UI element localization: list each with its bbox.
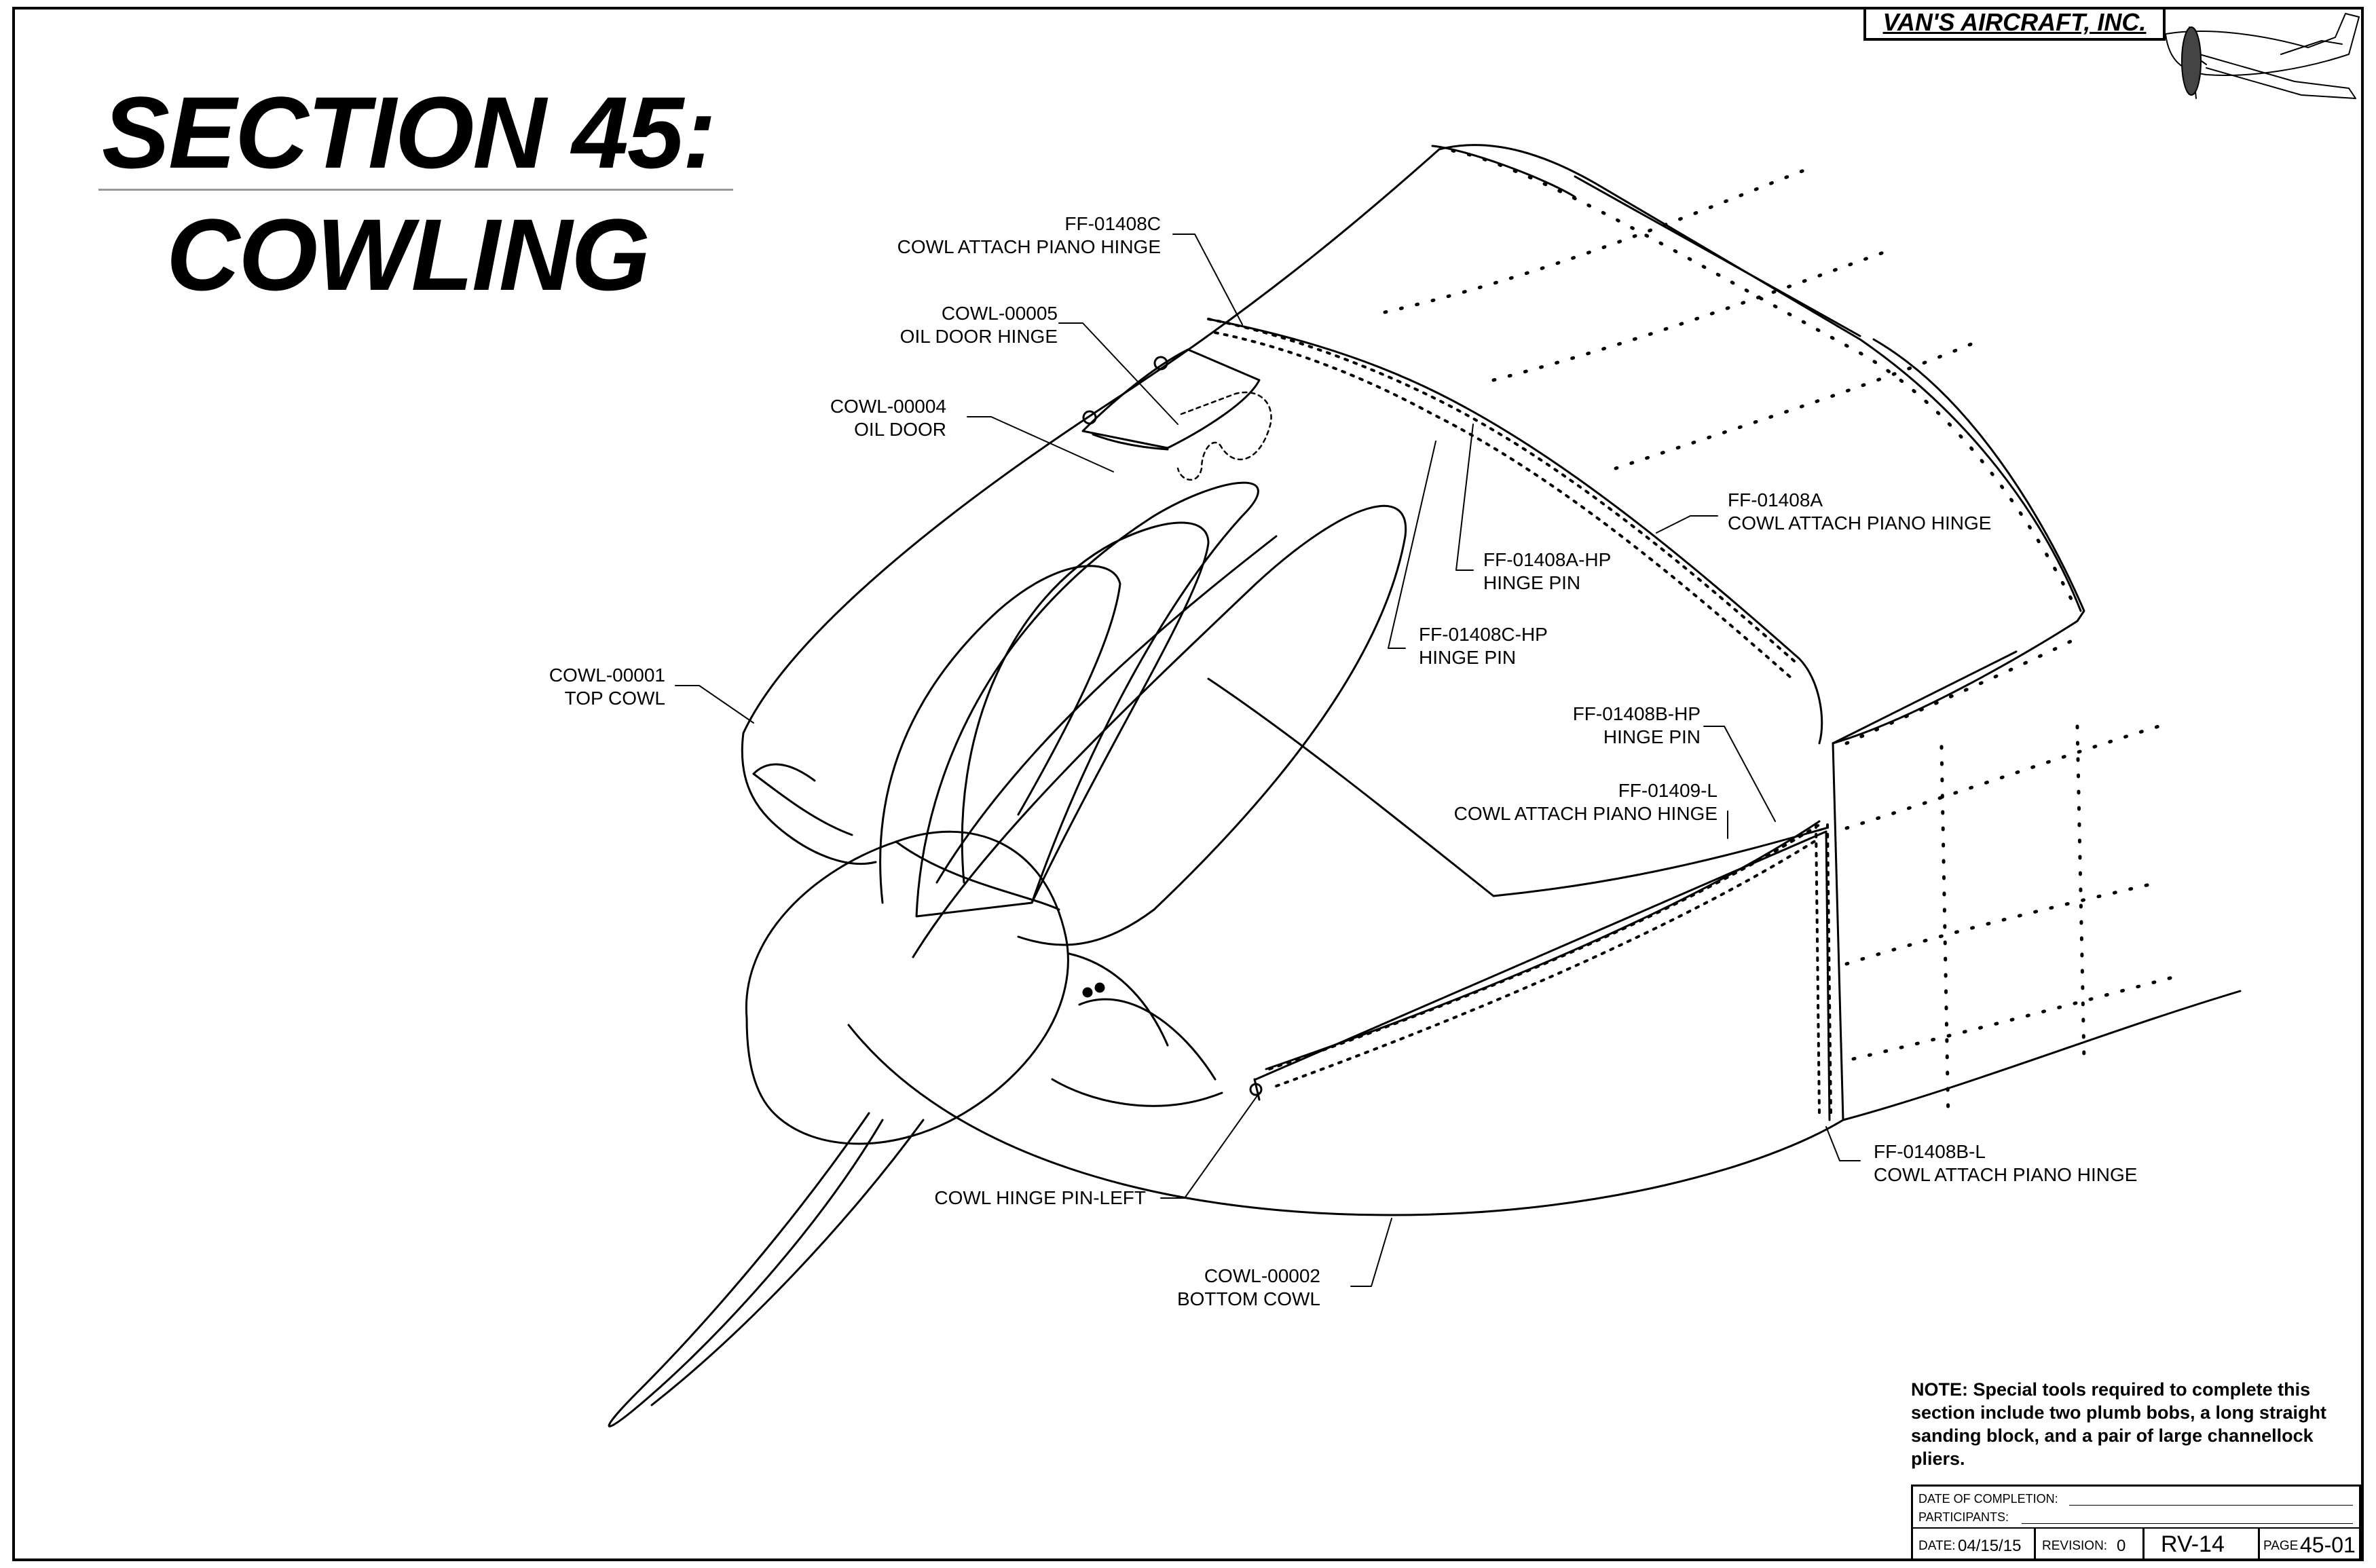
callout-cowl-00002: COWL-00002 BOTTOM COWL: [1177, 1265, 1320, 1311]
oil-door: [1081, 348, 1261, 451]
page-label: PAGE: [2263, 1539, 2299, 1553]
air-inlets: [741, 732, 877, 865]
callout-description: TOP COWL: [564, 688, 665, 709]
callout-part-number: FF-01408C-HP: [1419, 624, 1548, 645]
title-divider: [98, 189, 733, 191]
callout-part-number: COWL-00001: [549, 665, 665, 686]
callout-ff-01408c-hp: FF-01408C-HP HINGE PIN: [1419, 623, 1548, 669]
revision-value: 0: [2117, 1537, 2126, 1555]
company-name: VAN'S AIRCRAFT, INC.: [1863, 7, 2166, 41]
date-of-completion-label: DATE OF COMPLETION:: [1918, 1492, 2058, 1506]
callout-description: HINGE PIN: [1483, 572, 1581, 593]
date-of-completion-line: [2069, 1505, 2353, 1506]
callout-ff-01408a: FF-01408A COWL ATTACH PIANO HINGE: [1728, 489, 1991, 535]
date-label: DATE:: [1918, 1539, 1956, 1553]
section-title: SECTION 45:: [102, 75, 716, 189]
callout-part-number: COWL-00005: [941, 303, 1058, 324]
callout-part-number: FF-01408B-L: [1874, 1141, 1986, 1162]
participants-line: [2022, 1523, 2353, 1524]
fuselage-side-panel: [1207, 650, 2242, 1121]
callout-cowl-00001: COWL-00001 TOP COWL: [549, 664, 665, 710]
callout-description: COWL ATTACH PIANO HINGE: [1728, 512, 1992, 534]
revision-label: REVISION:: [2042, 1539, 2108, 1553]
callout-part-number: COWL HINGE PIN-LEFT: [934, 1187, 1146, 1208]
callout-part-number: FF-01408A: [1728, 489, 1823, 510]
callout-part-number: FF-01408A-HP: [1483, 549, 1612, 570]
section-subtitle: COWLING: [166, 198, 650, 312]
cowl-hinge-pin-left-part: [1082, 982, 1263, 1101]
special-tools-note: NOTE: Special tools required to complete…: [1911, 1379, 2327, 1469]
callout-part-number: FF-01409-L: [1618, 780, 1718, 801]
callout-description: OIL DOOR HINGE: [899, 326, 1058, 347]
rivet-lines: [1383, 149, 2174, 1122]
spinner: [745, 830, 1069, 1145]
callout-cowl-hinge-pin-left: COWL HINGE PIN-LEFT: [934, 1187, 1146, 1210]
aircraft-logo-icon: [2165, 13, 2360, 99]
callout-part-number: FF-01408C: [1064, 213, 1161, 234]
callout-part-number: COWL-00004: [830, 396, 946, 417]
callout-description: BOTTOM COWL: [1176, 1288, 1320, 1309]
cell-divider: [2034, 1527, 2036, 1561]
callout-ff-01409-l: FF-01409-L COWL ATTACH PIANO HINGE: [1454, 779, 1718, 825]
callout-ff-01408c: FF-01408C COWL ATTACH PIANO HINGE: [897, 212, 1161, 259]
callout-description: HINGE PIN: [1419, 647, 1517, 668]
callout-ff-01408b-l: FF-01408B-L COWL ATTACH PIANO HINGE: [1874, 1140, 2137, 1187]
model-designation: RV-14: [2161, 1531, 2225, 1557]
oil-door-hinge: [1176, 391, 1272, 481]
participants-label: PARTICIPANTS:: [1918, 1510, 2009, 1524]
callout-description: OIL DOOR: [854, 419, 946, 440]
callout-part-number: FF-01408B-HP: [1572, 703, 1701, 724]
date-value: 04/15/15: [1958, 1537, 2022, 1555]
sheet-border: [12, 7, 2364, 1561]
title-block: DATE OF COMPLETION: PARTICIPANTS: DATE: …: [1911, 1485, 2361, 1561]
callout-description: COWL ATTACH PIANO HINGE: [897, 236, 1161, 257]
cell-divider: [2258, 1527, 2260, 1561]
callout-description: HINGE PIN: [1603, 726, 1701, 747]
callout-ff-01408a-hp: FF-01408A-HP HINGE PIN: [1483, 548, 1611, 595]
callout-part-number: COWL-00002: [1204, 1265, 1320, 1286]
leader-lines: [675, 234, 1861, 1287]
callout-cowl-00005: COWL-00005 OIL DOOR HINGE: [900, 302, 1058, 348]
callout-cowl-00004: COWL-00004 OIL DOOR: [830, 395, 946, 441]
cell-divider: [2142, 1527, 2145, 1561]
callout-description: COWL ATTACH PIANO HINGE: [1453, 803, 1718, 824]
propeller: [608, 481, 1407, 1427]
page-number: 45-01: [2300, 1533, 2356, 1557]
title-block-divider: [1913, 1527, 2359, 1529]
callout-description: COWL ATTACH PIANO HINGE: [1874, 1164, 2138, 1185]
piano-hinges: [1207, 318, 1832, 1115]
top-cowl-outline: [742, 144, 2085, 745]
callout-ff-01408b-hp: FF-01408B-HP HINGE PIN: [1573, 703, 1701, 749]
bottom-cowl-outline: [847, 952, 1844, 1216]
